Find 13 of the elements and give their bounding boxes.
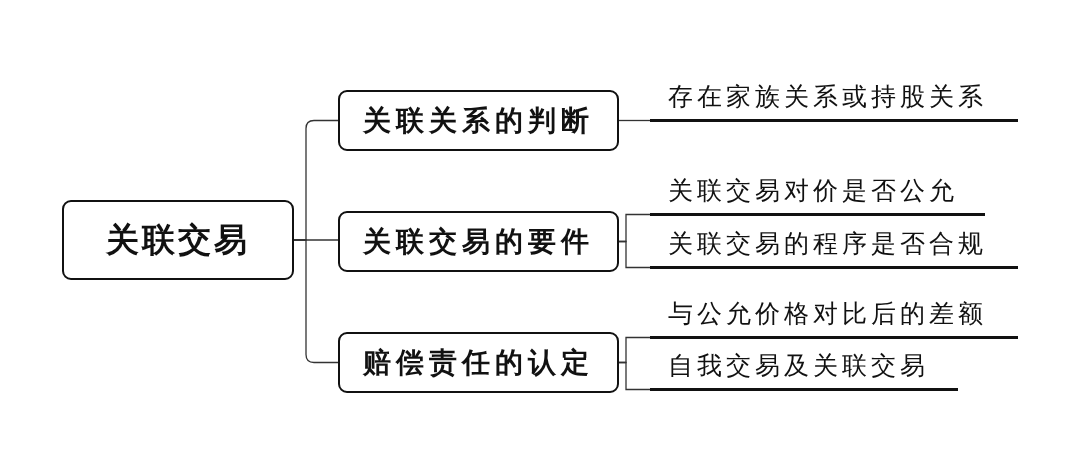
branch-box: 赔偿责任的认定 — [338, 332, 619, 393]
connector-line — [293, 239, 339, 364]
underlined-text: 关联交易的程序是否合规 — [650, 227, 1018, 269]
branch-box: 关联关系的判断 — [338, 90, 619, 151]
connector-line — [618, 119, 651, 122]
underlined-text: 存在家族关系或持股关系 — [650, 80, 1018, 122]
underlined-text: 与公允价格对比后的差额 — [650, 297, 1018, 339]
branch-box: 关联交易的要件 — [338, 211, 619, 272]
connector-line — [618, 240, 651, 269]
underlined-text: 关联交易对价是否公允 — [650, 174, 985, 216]
underlined-text: 自我交易及关联交易 — [650, 349, 958, 391]
root-box: 关联交易 — [62, 200, 294, 280]
connector-line — [618, 361, 651, 391]
